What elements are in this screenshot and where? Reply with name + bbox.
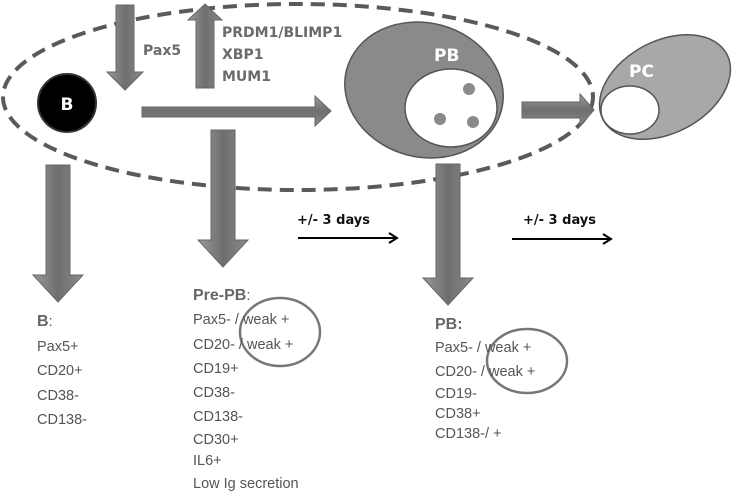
marker: Pax5- / weak +: [193, 312, 290, 329]
factor-label: PRDM1/BLIMP1: [222, 25, 342, 41]
pc-nucleus: [600, 85, 660, 135]
marker: Low Ig secretion: [193, 475, 299, 492]
pre-pb-down-arrow: [196, 129, 250, 268]
pb-granule: [467, 116, 479, 128]
b-down-arrow: [31, 164, 85, 303]
marker: CD38-: [37, 387, 79, 404]
pb-down-arrow: [421, 163, 475, 306]
pre-pb-stage-markers: Pre-PB: Pax5- / weak + CD20- / weak + CD…: [193, 284, 299, 493]
pax5-label: Pax5: [143, 43, 181, 59]
pb-cell-label: PB: [434, 46, 459, 66]
stage-title: PB:: [435, 316, 463, 333]
marker: Pax5- / weak +: [435, 340, 532, 356]
marker: CD30+: [193, 431, 239, 448]
pc-cell-label: PC: [629, 62, 654, 82]
factor-label: XBP1: [222, 47, 263, 63]
b-stage-markers: B: Pax5+ CD20+ CD38- CD138-: [37, 310, 87, 433]
stage-title: Pre-PB: [193, 287, 247, 304]
pb-stage-markers: PB: Pax5- / weak + CD20- / weak + CD19- …: [435, 314, 535, 445]
timing-arrow: [298, 232, 399, 244]
timing-label: +/- 3 days: [523, 213, 596, 228]
marker: CD138-/ +: [435, 426, 502, 442]
timing-label: +/- 3 days: [297, 213, 370, 228]
b-cell-label: B: [61, 95, 74, 115]
weak-highlight-circle: [485, 327, 569, 395]
b-cell: [37, 73, 97, 133]
weak-highlight-circle: [238, 296, 322, 368]
marker: CD20+: [37, 363, 83, 379]
pb-cell: [344, 21, 504, 159]
timing-arrow: [512, 233, 613, 245]
plasma-factors-up-arrow: [186, 3, 224, 89]
pb-nucleus: [404, 68, 498, 148]
pb-granule: [463, 83, 475, 95]
marker: CD38-: [193, 385, 235, 402]
marker: IL6+: [193, 452, 222, 469]
marker: CD38+: [435, 406, 481, 422]
pb-granule: [434, 113, 446, 125]
stage-title-suffix: :: [246, 288, 251, 304]
pb-to-pc-arrow: [521, 92, 595, 128]
b-to-pb-arrow: [141, 94, 332, 128]
marker: CD138-: [193, 409, 243, 426]
marker: CD19-: [435, 386, 477, 402]
marker: Pax5+: [37, 338, 79, 355]
pc-cell: [598, 34, 732, 140]
pax5-down-arrow: [105, 4, 145, 91]
marker: CD20- / weak +: [435, 364, 536, 380]
marker: CD138-: [37, 412, 87, 428]
marker: CD20- / weak +: [193, 336, 294, 353]
marker: CD19+: [193, 360, 239, 377]
stage-title: B: [37, 313, 49, 330]
factor-label: MUM1: [222, 69, 271, 85]
dashed-ellipse: [1, 2, 595, 192]
stage-title-suffix: :: [48, 314, 53, 330]
